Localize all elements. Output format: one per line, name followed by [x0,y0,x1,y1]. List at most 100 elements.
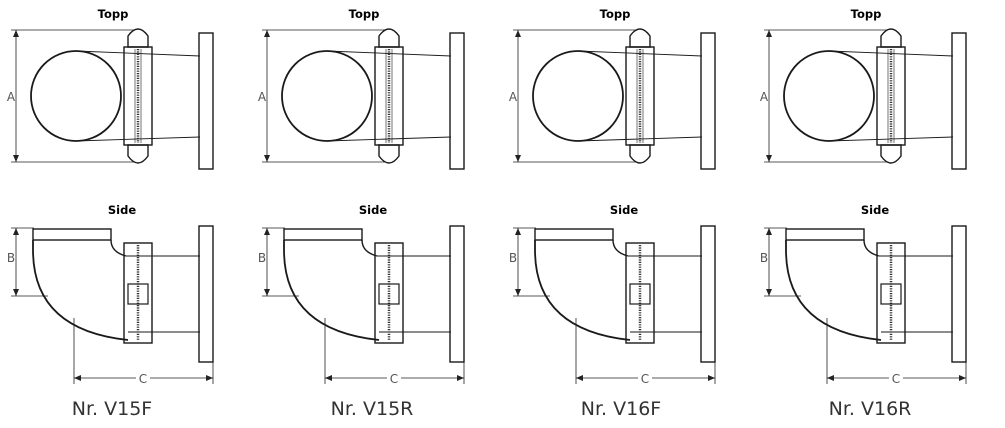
model-caption: Nr. V16F [580,398,662,420]
dim-a-label: A [760,90,769,104]
dim-a-label: A [509,90,518,104]
side-flange-plate [700,225,716,363]
flange-plate [449,32,465,170]
dim-c-arrow-left [827,375,834,381]
dim-c-arrow-right [959,375,966,381]
side-clamp-band [374,242,404,344]
side-view-label: Side [610,203,638,217]
dim-c-arrow-right [206,375,213,381]
pipe-circle [783,50,875,142]
dim-b-arrow-bottom [515,289,521,296]
pipe-circle [532,50,624,142]
dim-b-label: B [509,251,517,265]
tube-line-top [326,50,452,57]
tube-line-top [828,50,954,57]
clamp-knob-top [629,28,651,48]
dim-b-arrow-bottom [766,289,772,296]
clamp-knob-bottom [378,144,400,164]
flange-plate [951,32,967,170]
dim-b-arrow-bottom [13,289,19,296]
dim-a-arrow-top [264,30,270,37]
elbow-rim [283,228,363,241]
dim-c-label-bg [387,370,401,386]
side-clamp-buckle [378,283,400,305]
elbow-rim [32,228,112,241]
dim-a-arrow-bottom [13,155,19,162]
dim-b-arrow-top [515,228,521,235]
dim-c-label: C [641,372,649,386]
pipe-circle [30,50,122,142]
side-view-label: Side [359,203,387,217]
dim-c-label-bg [889,370,903,386]
dim-c-label: C [390,372,398,386]
dim-a-label: A [7,90,16,104]
elbow-outer-curve [534,240,631,341]
side-clamp-band [876,242,906,344]
elbow-outer-curve [283,240,380,341]
side-clamp-buckle [629,283,651,305]
side-clamp-band [123,242,153,344]
top-view-label: Topp [98,7,129,21]
side-flange-plate [951,225,967,363]
elbow-outer-curve [785,240,882,341]
dim-a-label: A [258,90,267,104]
dim-b-label: B [258,251,266,265]
tube-line-top [577,50,703,57]
clamp-knob-bottom [629,144,651,164]
clamp-knob-bottom [880,144,902,164]
tube-line-top [75,50,201,57]
dim-b-label: B [7,251,15,265]
dim-b-arrow-top [766,228,772,235]
side-flange-plate [198,225,214,363]
flange-plate [198,32,214,170]
dim-b-arrow-top [264,228,270,235]
side-view-label: Side [108,203,136,217]
elbow-rim [534,228,614,241]
elbow-outer-curve [32,240,129,341]
top-view-label: Topp [851,7,882,21]
dim-c-arrow-left [576,375,583,381]
dim-a-arrow-top [766,30,772,37]
clamp-knob-bottom [127,144,149,164]
dim-b-arrow-top [13,228,19,235]
top-view-label: Topp [600,7,631,21]
model-caption: Nr. V16R [828,398,912,420]
side-view-label: Side [861,203,889,217]
pipe-circle [281,50,373,142]
flange-plate [700,32,716,170]
dim-a-arrow-top [13,30,19,37]
dim-c-label: C [139,372,147,386]
dim-b-label: B [760,251,768,265]
dim-a-arrow-top [515,30,521,37]
dim-c-arrow-right [708,375,715,381]
clamp-knob-top [378,28,400,48]
dim-c-label-bg [638,370,652,386]
dim-a-arrow-bottom [264,155,270,162]
top-view-label: Topp [349,7,380,21]
dim-a-arrow-bottom [515,155,521,162]
elbow-rim [785,228,865,241]
dim-b-arrow-bottom [264,289,270,296]
model-caption: Nr. V15F [71,398,153,420]
dim-c-arrow-right [457,375,464,381]
side-clamp-band [625,242,655,344]
model-caption: Nr. V15R [330,398,414,420]
dim-c-label-bg [136,370,150,386]
dim-c-arrow-left [74,375,81,381]
